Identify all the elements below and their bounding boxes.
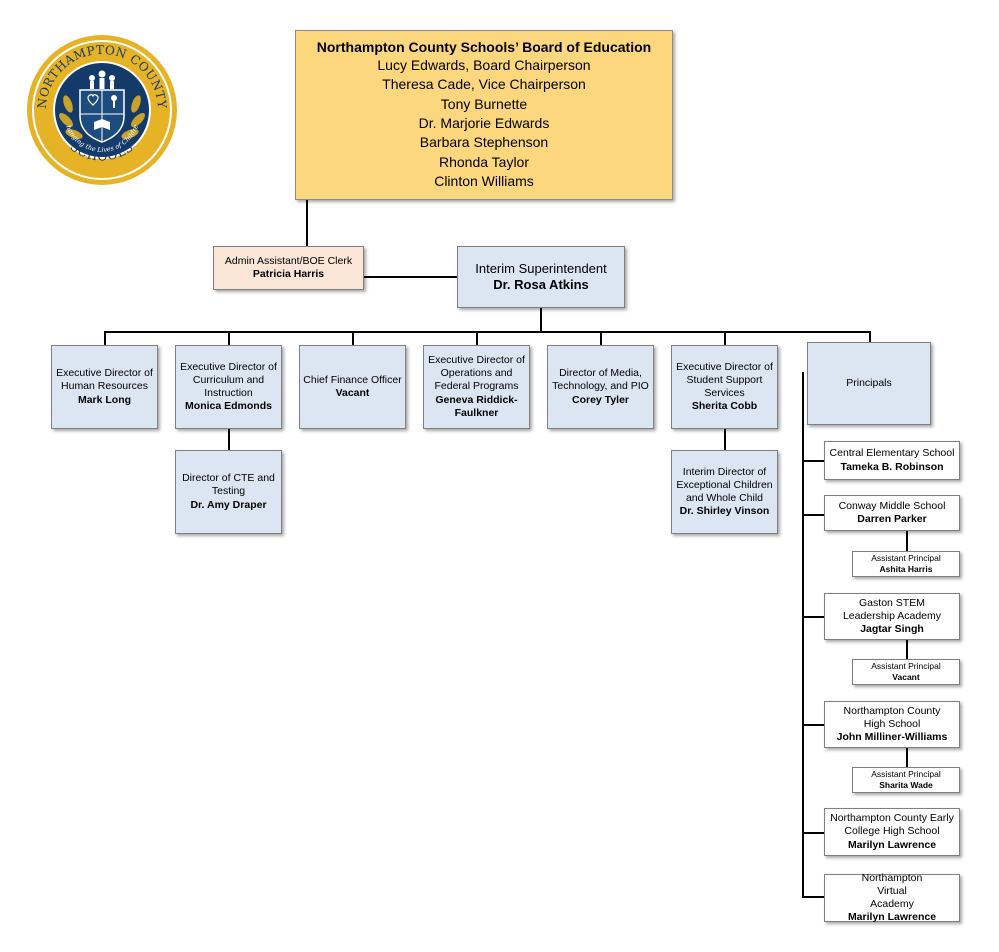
principal-name: Darren Parker	[857, 513, 927, 525]
cte-director-box: Director of CTE and Testing Dr. Amy Drap…	[175, 450, 282, 534]
school-box: Northampton County High School John Mill…	[824, 701, 960, 748]
book-icon	[94, 119, 110, 130]
director-box-human-resources: Executive Director of Human Resources Ma…	[51, 345, 158, 429]
school-name: Conway Middle School	[838, 499, 946, 512]
assistant-principal-name: Ashita Harris	[879, 564, 933, 574]
connector-clerk	[364, 276, 458, 278]
superintendent-box: Interim Superintendent Dr. Rosa Atkins	[457, 246, 625, 308]
sub-director-role: Interim Director of Exceptional Children…	[676, 465, 773, 504]
director-box-media-technology: Director of Media, Technology, and PIO C…	[547, 345, 654, 429]
principal-name: Marilyn Lawrence	[847, 838, 937, 851]
director-role: Executive Director of Human Resources	[56, 367, 153, 393]
director-role: Director of Media, Technology, and PIO	[552, 367, 649, 393]
ec-director-box: Interim Director of Exceptional Children…	[671, 450, 778, 534]
assistant-principal-box: Assistant Principal Ashita Harris	[852, 551, 960, 577]
school-name: Northampton Virtual Academy	[861, 871, 923, 910]
connector-cte	[228, 429, 230, 450]
school-box: Northampton Virtual Academy Marilyn Lawr…	[824, 871, 960, 924]
heart-icon	[87, 94, 99, 106]
family-figures-icon	[89, 70, 115, 89]
connector-school-2	[802, 514, 824, 516]
sub-director-role: Director of CTE and Testing	[182, 472, 275, 498]
sub-director-name: Dr. Amy Draper	[190, 498, 267, 511]
connector-drop-5	[600, 331, 602, 346]
assistant-principal-box: Assistant Principal Vacant	[852, 659, 960, 685]
key-icon	[111, 95, 117, 108]
assistant-principal-role: Assistant Principal	[871, 553, 941, 564]
board-title: Northampton County Schools’ Board of Edu…	[316, 38, 652, 55]
principals-box: Principals	[807, 342, 931, 425]
connector-school-1	[802, 460, 824, 462]
connector-ap-2	[906, 640, 908, 659]
school-name: Northampton County High School	[843, 704, 941, 730]
assistant-principal-name: Vacant	[892, 672, 920, 682]
school-name: Gaston STEM Leadership Academy	[842, 596, 942, 622]
director-box-student-support: Executive Director of Student Support Se…	[671, 345, 778, 429]
principal-name: Marilyn Lawrence	[847, 911, 937, 924]
school-box: Gaston STEM Leadership Academy Jagtar Si…	[824, 593, 960, 640]
director-role: Executive Director of Curriculum and Ins…	[180, 360, 277, 399]
connector-sup-down	[540, 308, 542, 333]
board-member: Lucy Edwards, Board Chairperson	[377, 57, 591, 74]
director-box-operations: Executive Director of Operations and Fed…	[423, 345, 530, 429]
connector-drop-3	[352, 331, 354, 346]
board-of-education-box: Northampton County Schools’ Board of Edu…	[295, 30, 673, 200]
board-member: Theresa Cade, Vice Chairperson	[382, 76, 586, 93]
assistant-principal-box: Assistant Principal Sharita Wade	[852, 767, 960, 793]
board-member: Clinton Williams	[434, 173, 534, 190]
connector-school-3	[802, 616, 824, 618]
connector-drop-1	[104, 331, 106, 346]
connector-drop-2	[228, 331, 230, 346]
connector-school-5	[802, 832, 824, 834]
board-member: Rhonda Taylor	[438, 153, 530, 170]
assistant-principal-name: Sharita Wade	[879, 780, 933, 790]
connector-drop-4	[476, 331, 478, 346]
principals-label: Principals	[846, 376, 892, 389]
connector-drop-6	[724, 331, 726, 346]
school-box: Central Elementary School Tameka B. Robi…	[824, 441, 960, 480]
laurel-icon	[59, 95, 145, 139]
boe-clerk-box: Admin Assistant/BOE Clerk Patricia Harri…	[213, 246, 364, 290]
director-name: Geneva Riddick-Faulkner	[435, 393, 518, 419]
assistant-principal-role: Assistant Principal	[871, 769, 941, 780]
board-member: Tony Burnette	[440, 95, 528, 112]
school-name: Central Elementary School	[829, 447, 955, 460]
director-role: Executive Director of Student Support Se…	[676, 360, 773, 399]
principal-name: Jagtar Singh	[860, 623, 924, 636]
connector-school-6	[802, 896, 824, 898]
principal-name: John Milliner-Williams	[836, 731, 948, 744]
principal-name: Tameka B. Robinson	[840, 460, 944, 473]
director-role: Executive Director of Operations and Fed…	[428, 354, 525, 393]
boe-clerk-role: Admin Assistant/BOE Clerk	[224, 254, 353, 267]
school-box: Northampton County Early College High Sc…	[824, 808, 960, 856]
director-name: Mark Long	[77, 393, 132, 406]
director-name: Corey Tyler	[572, 393, 629, 406]
sub-director-name: Dr. Shirley Vinson	[679, 505, 770, 518]
boe-clerk-name: Patricia Harris	[252, 268, 325, 280]
connector-directors-bus	[104, 331, 871, 333]
connector-principals-spine	[802, 372, 804, 897]
school-box: Conway Middle School Darren Parker	[824, 495, 960, 531]
school-district-seal: NORTHAMPTON COUNTY SCHOOLS Changing the …	[26, 34, 177, 185]
connector-ap-1	[906, 531, 908, 551]
director-name: Vacant	[335, 387, 370, 399]
director-name: Monica Edmonds	[185, 400, 272, 413]
connector-ec	[724, 429, 726, 450]
director-role: Chief Finance Officer	[303, 373, 402, 386]
school-name: Northampton County Early College High Sc…	[830, 812, 954, 838]
director-box-curriculum: Executive Director of Curriculum and Ins…	[175, 345, 282, 429]
board-member: Barbara Stephenson	[419, 134, 549, 151]
director-box-finance: Chief Finance Officer Vacant	[299, 345, 406, 429]
superintendent-role: Interim Superintendent	[475, 260, 607, 276]
connector-board-down	[306, 200, 308, 278]
connector-drop-principals	[869, 331, 871, 343]
assistant-principal-role: Assistant Principal	[871, 661, 941, 672]
connector-school-4	[802, 724, 824, 726]
board-member: Dr. Marjorie Edwards	[418, 115, 550, 132]
director-name: Sherita Cobb	[691, 400, 758, 413]
superintendent-name: Dr. Rosa Atkins	[493, 277, 589, 292]
connector-ap-3	[906, 747, 908, 767]
